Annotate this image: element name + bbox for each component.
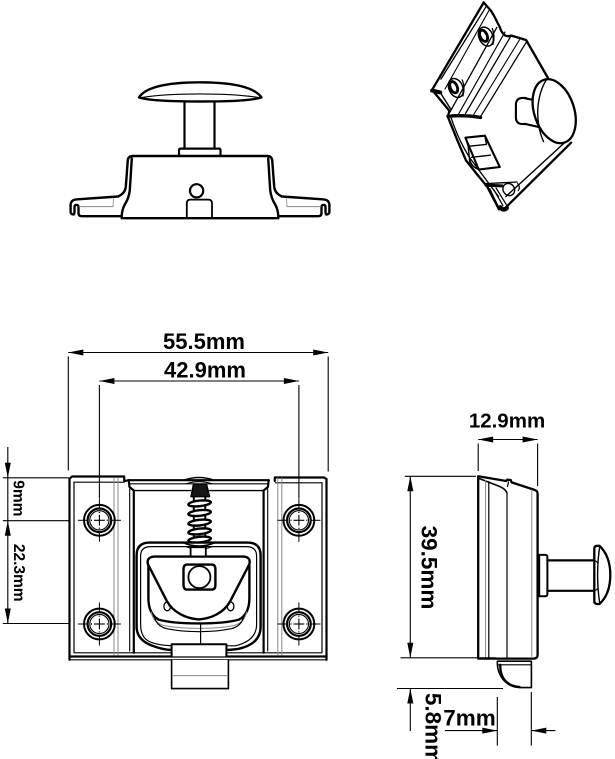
svg-text:5.8mm: 5.8mm <box>421 693 446 759</box>
svg-text:39.5mm: 39.5mm <box>417 526 442 610</box>
svg-text:7mm: 7mm <box>443 706 496 731</box>
svg-text:22.3mm: 22.3mm <box>10 544 27 602</box>
svg-text:12.9mm: 12.9mm <box>469 410 545 433</box>
svg-text:42.9mm: 42.9mm <box>164 358 246 383</box>
svg-text:55.5mm: 55.5mm <box>163 329 245 354</box>
svg-text:9mm: 9mm <box>10 480 27 516</box>
